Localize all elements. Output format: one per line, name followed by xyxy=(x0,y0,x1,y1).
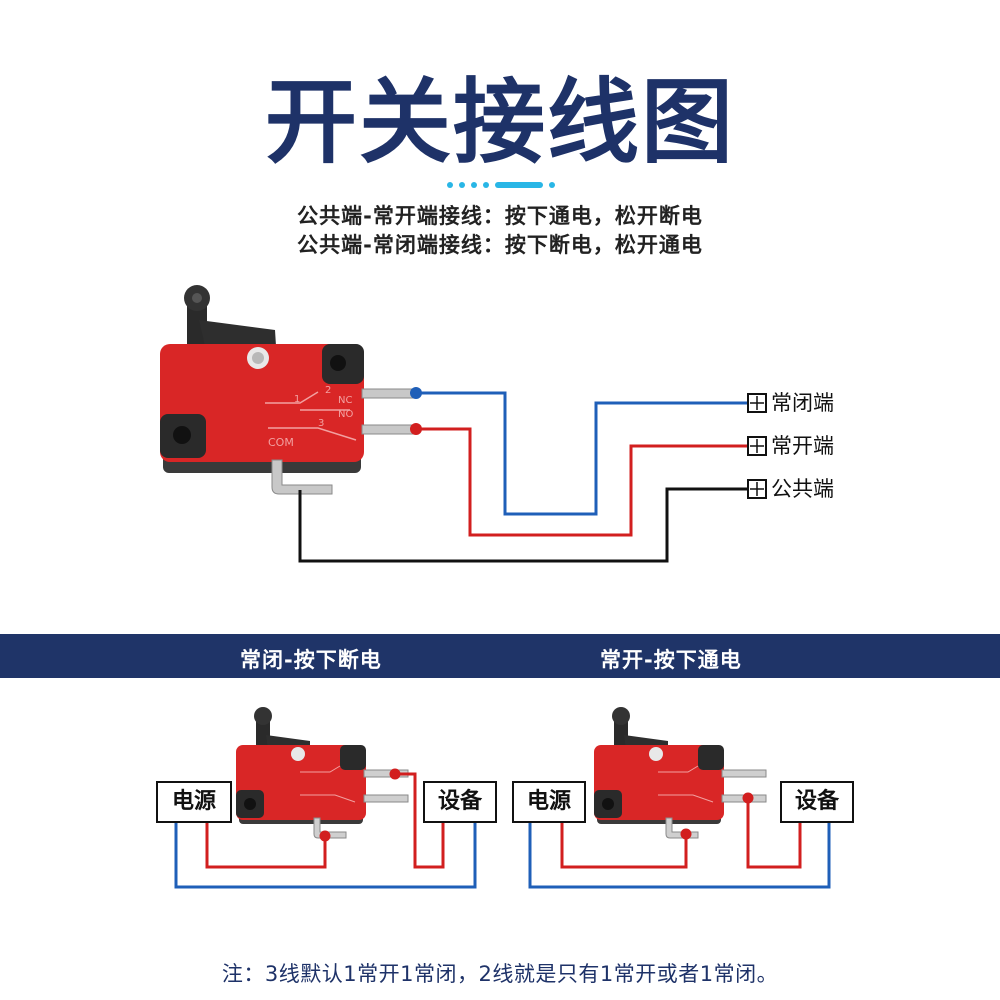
terminal-label-com: 公共端 xyxy=(771,477,834,501)
terminal-label-no: 常开端 xyxy=(771,434,834,458)
mark-nc: NC xyxy=(338,395,352,406)
left-device-box: 设备 xyxy=(423,781,497,823)
terminal-label-nc: 常闭端 xyxy=(771,391,834,415)
example-no-switch xyxy=(594,707,767,839)
mark-com: COM xyxy=(268,436,294,449)
mark-pin1: 1 xyxy=(294,394,300,405)
solder-dot-no xyxy=(410,423,422,435)
mark-pin3: 3 xyxy=(318,418,324,429)
section-header-left: 常闭-按下断电 xyxy=(240,648,382,672)
switch-lever xyxy=(199,320,276,346)
page-title: 开关接线图 xyxy=(264,69,735,176)
solder-dot-nc xyxy=(410,387,422,399)
wire-no xyxy=(417,427,748,537)
example-nc-switch xyxy=(236,707,409,839)
footnote: 注：3线默认1常开1常闭，2线就是只有1常开或者1常闭。 xyxy=(221,962,779,986)
wire-com xyxy=(298,487,748,563)
mark-no: NO xyxy=(338,409,353,420)
example-no-wire-blue xyxy=(528,820,831,889)
right-device-box: 设备 xyxy=(780,781,854,823)
example-no-wire-red-power xyxy=(560,820,688,869)
wire-nc xyxy=(417,391,748,516)
section-header-band xyxy=(0,634,1000,678)
mark-pin2: 2 xyxy=(325,385,331,396)
left-power-box: 电源 xyxy=(156,781,232,823)
title-divider xyxy=(447,181,557,189)
description-line-1: 公共端-常开端接线：按下通电，松开断电 xyxy=(297,204,703,228)
example-nc-wire-red-device xyxy=(395,772,445,869)
description-line-2: 公共端-常闭端接线：按下断电，松开通电 xyxy=(297,233,703,257)
main-wiring-diagram: 2 1 3 NC NO COM xyxy=(160,285,767,563)
right-power-box: 电源 xyxy=(512,781,586,823)
pin-com xyxy=(271,459,333,495)
section-header-right: 常开-按下通电 xyxy=(600,648,742,672)
switch-body xyxy=(160,344,364,462)
example-nc-wire-blue xyxy=(174,820,477,889)
example-no-wire-red-device xyxy=(746,798,802,869)
example-nc-wire-red-power xyxy=(205,820,327,869)
